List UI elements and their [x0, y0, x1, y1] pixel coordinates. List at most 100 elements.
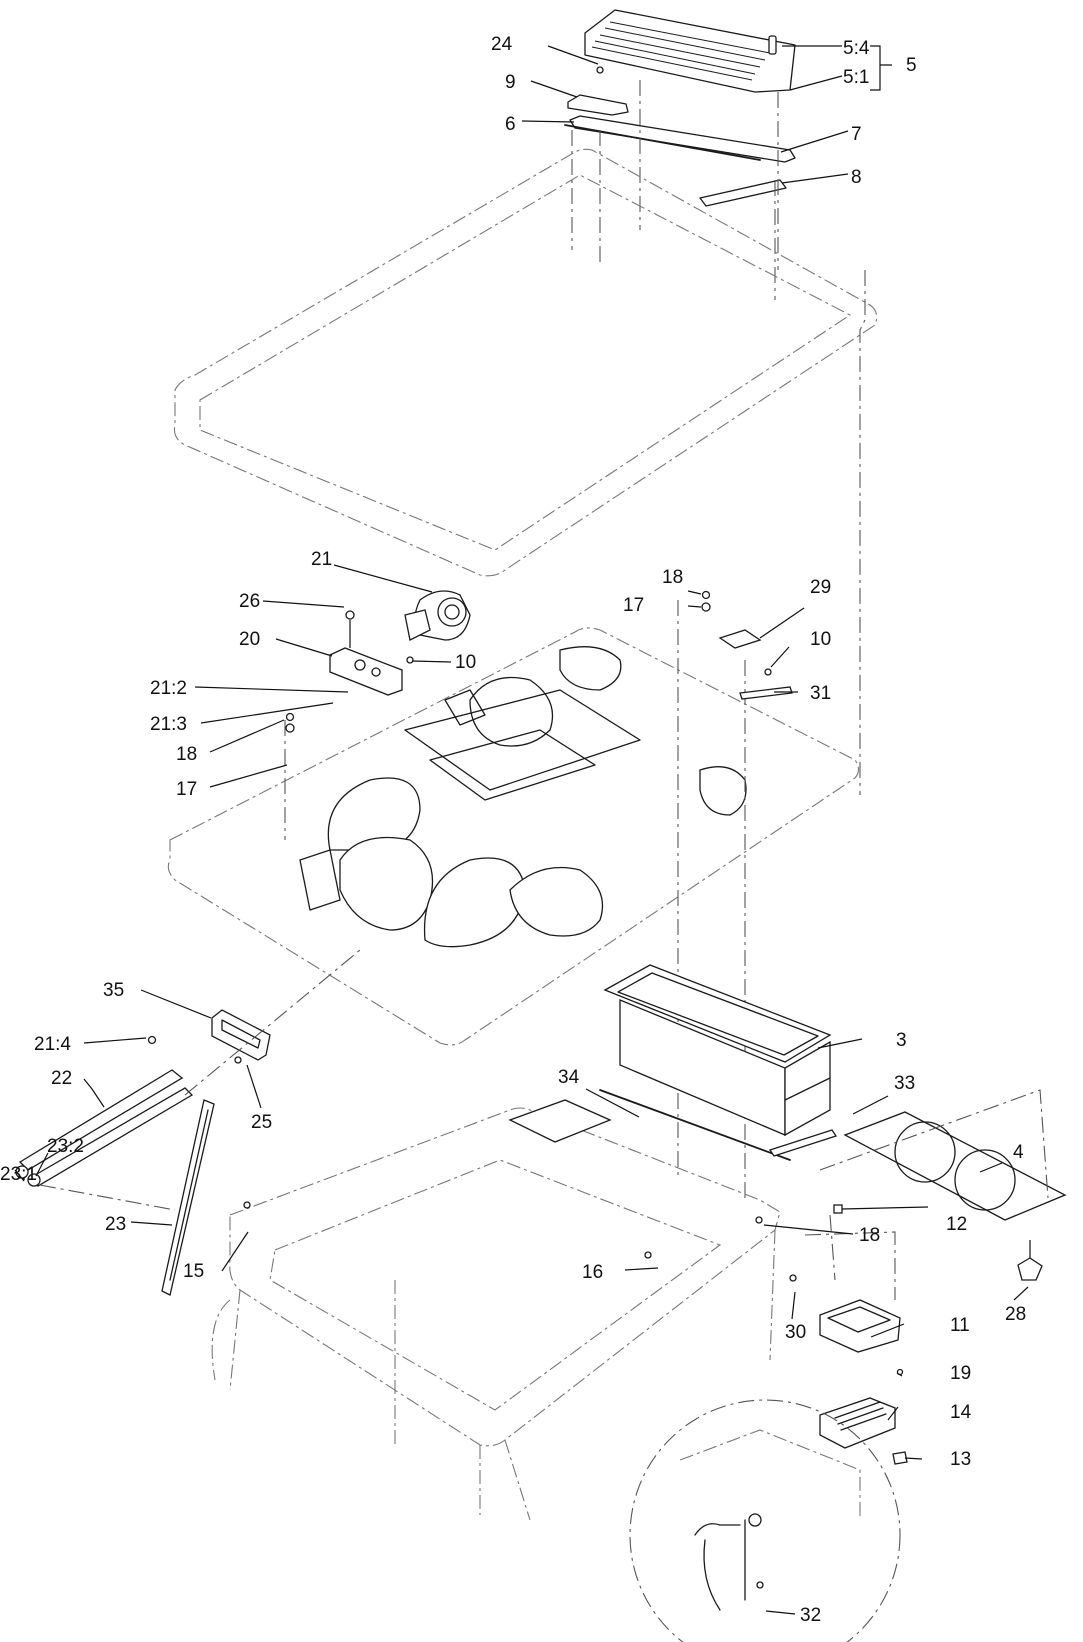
callout-20: 20 [239, 629, 260, 650]
callout-18-right: 18 [662, 567, 683, 588]
callout-11: 11 [950, 1315, 970, 1336]
callout-18-left: 18 [176, 744, 197, 765]
detail-view-contents [679, 1429, 861, 1611]
knob-28 [1017, 1257, 1043, 1281]
callout-10-right: 10 [810, 629, 831, 650]
callout-3: 3 [896, 1030, 907, 1051]
bracket-8 [699, 179, 787, 207]
callout-23-2: 23:2 [47, 1136, 84, 1157]
callout-23: 23 [105, 1214, 126, 1235]
callout-21: 21 [311, 549, 332, 570]
cab-front-arc [211, 1299, 231, 1381]
spacer-strip [569, 115, 796, 163]
callout-12: 12 [946, 1214, 967, 1235]
callout-21-3: 21:3 [150, 714, 187, 735]
callout-34: 34 [558, 1067, 580, 1088]
callout-29: 29 [810, 577, 831, 598]
callout-5: 5 [906, 55, 917, 76]
wiper-blade-23 [161, 1099, 215, 1296]
screw-15 [243, 1201, 251, 1209]
nut-18-left [285, 712, 295, 722]
detail-view-circle [629, 1399, 901, 1642]
filter-14-fins [834, 1401, 887, 1431]
callout-32: 32 [800, 1605, 821, 1626]
callout-14: 14 [950, 1402, 972, 1423]
callout-8: 8 [851, 167, 862, 188]
callout-22: 22 [51, 1068, 72, 1089]
callout-19: 19 [950, 1363, 971, 1384]
callout-17-left: 17 [176, 779, 197, 800]
callout-17-right: 17 [623, 595, 644, 616]
washer-17-right [701, 602, 711, 612]
callout-6: 6 [505, 114, 516, 135]
callout-26: 26 [239, 591, 260, 612]
clip-12 [833, 1204, 843, 1214]
roof-right-drop [859, 270, 866, 795]
filter-tray-11-inner [827, 1306, 891, 1333]
filter-phantom [804, 1231, 896, 1300]
callout-21-4: 21:4 [34, 1034, 71, 1055]
strip-34 [599, 1089, 791, 1161]
callout-25: 25 [251, 1112, 272, 1133]
cover-29 [718, 629, 762, 649]
cab-frame [229, 1107, 781, 1447]
callout-35: 35 [103, 980, 124, 1001]
wiper-arm-22 [15, 1069, 194, 1187]
nut-18-right [701, 590, 711, 600]
washer-17-left [285, 723, 295, 733]
callout-23-1: 23:1 [0, 1164, 37, 1185]
filter-tray-11 [819, 1299, 901, 1353]
nut-18-lower [755, 1216, 763, 1224]
fastener-5-4 [768, 35, 777, 55]
callout-18-lower: 18 [859, 1225, 880, 1246]
cab-posts [229, 1229, 776, 1521]
filter-14 [819, 1397, 896, 1449]
strap-31 [739, 686, 793, 700]
wiper-arm-phantom [39, 949, 361, 1211]
strip-33 [768, 1129, 838, 1157]
plate-4-phantom [819, 1089, 1049, 1281]
plate-35 [211, 1009, 271, 1061]
callout-10-left: 10 [455, 652, 476, 673]
knob-13 [892, 1451, 908, 1465]
screw-25 [234, 1056, 242, 1064]
callout-21-2: 21:2 [150, 678, 187, 699]
fan-opening-right [954, 1149, 1016, 1211]
leader-lines [14, 45, 1029, 1615]
roof-panel [173, 148, 878, 577]
callout-24: 24 [491, 34, 513, 55]
fan-plate-4 [843, 1111, 1067, 1221]
callout-9: 9 [505, 72, 516, 93]
callout-labels: 24 9 6 5:4 5:1 5 7 8 21 26 20 10 21:2 21… [0, 34, 1026, 1626]
callout-31: 31 [810, 683, 831, 704]
callout-5-1: 5:1 [843, 67, 869, 88]
screw-30 [789, 1274, 797, 1282]
hvac-platform [167, 627, 860, 1046]
callout-30: 30 [785, 1322, 806, 1343]
callout-28: 28 [1005, 1304, 1026, 1325]
screw-24 [596, 66, 604, 74]
callout-5-4: 5:4 [843, 38, 870, 59]
callout-15: 15 [183, 1261, 204, 1282]
fan-opening-left [894, 1121, 956, 1183]
nut-21-4 [147, 1035, 157, 1045]
callout-13: 13 [950, 1449, 971, 1470]
washer-10-right [764, 668, 772, 676]
callout-7: 7 [851, 124, 862, 145]
bracket-9 [567, 94, 629, 116]
cab-frame-inner [269, 1159, 722, 1411]
plate-35-slot [221, 1019, 261, 1049]
callout-33: 33 [894, 1073, 915, 1094]
callout-4: 4 [1013, 1142, 1024, 1163]
phantom-lines-top [571, 80, 779, 300]
callout-16: 16 [582, 1262, 603, 1283]
hvac-hoses [299, 646, 747, 948]
wiper-motor-assembly [329, 590, 471, 696]
top-grille [584, 9, 796, 93]
filter-box-34-top [508, 1099, 612, 1143]
roof-panel-inner [199, 174, 852, 551]
duct-box-3 [603, 964, 832, 1137]
seal-6 [564, 124, 761, 161]
screw-16 [644, 1251, 652, 1259]
